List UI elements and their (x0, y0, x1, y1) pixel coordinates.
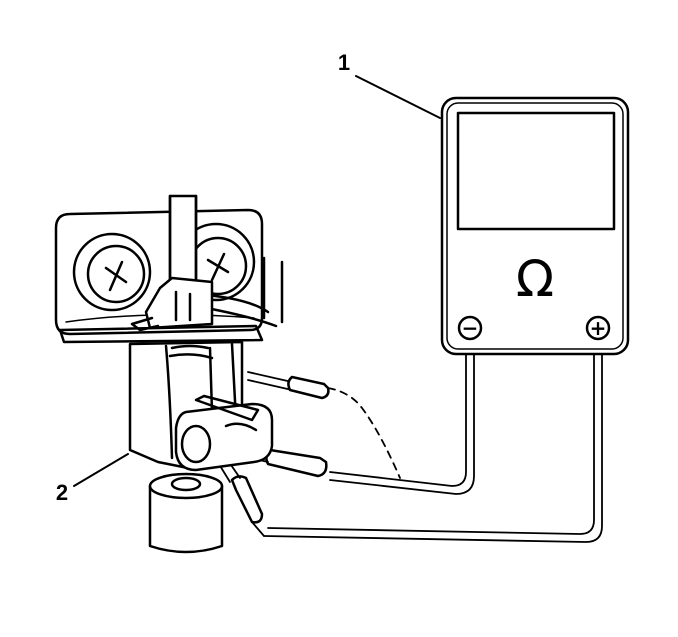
callout-1-leader (355, 75, 441, 119)
switch-rod (168, 194, 198, 292)
negative-terminal (457, 315, 483, 341)
callout-1-number: 1 (338, 50, 350, 75)
negative-terminal-sign: − (462, 316, 479, 340)
positive-terminal-sign: + (590, 316, 607, 340)
ohm-symbol: Ω (516, 250, 554, 308)
switch-assembly (54, 194, 284, 554)
switch-connector (174, 402, 274, 472)
callout-1: 1 (338, 50, 441, 119)
callout-2-number: 2 (56, 480, 68, 505)
meter-lead-negative (247, 353, 475, 495)
switch-plunger (148, 484, 224, 554)
meter-display-screen (456, 111, 616, 231)
meter-body-inner-edge (446, 102, 624, 350)
callout-2: 2 (56, 453, 129, 505)
ohmmeter: Ω − + (440, 96, 630, 356)
rod-clip (144, 276, 214, 330)
callout-2-leader (73, 453, 129, 487)
positive-terminal (585, 315, 611, 341)
